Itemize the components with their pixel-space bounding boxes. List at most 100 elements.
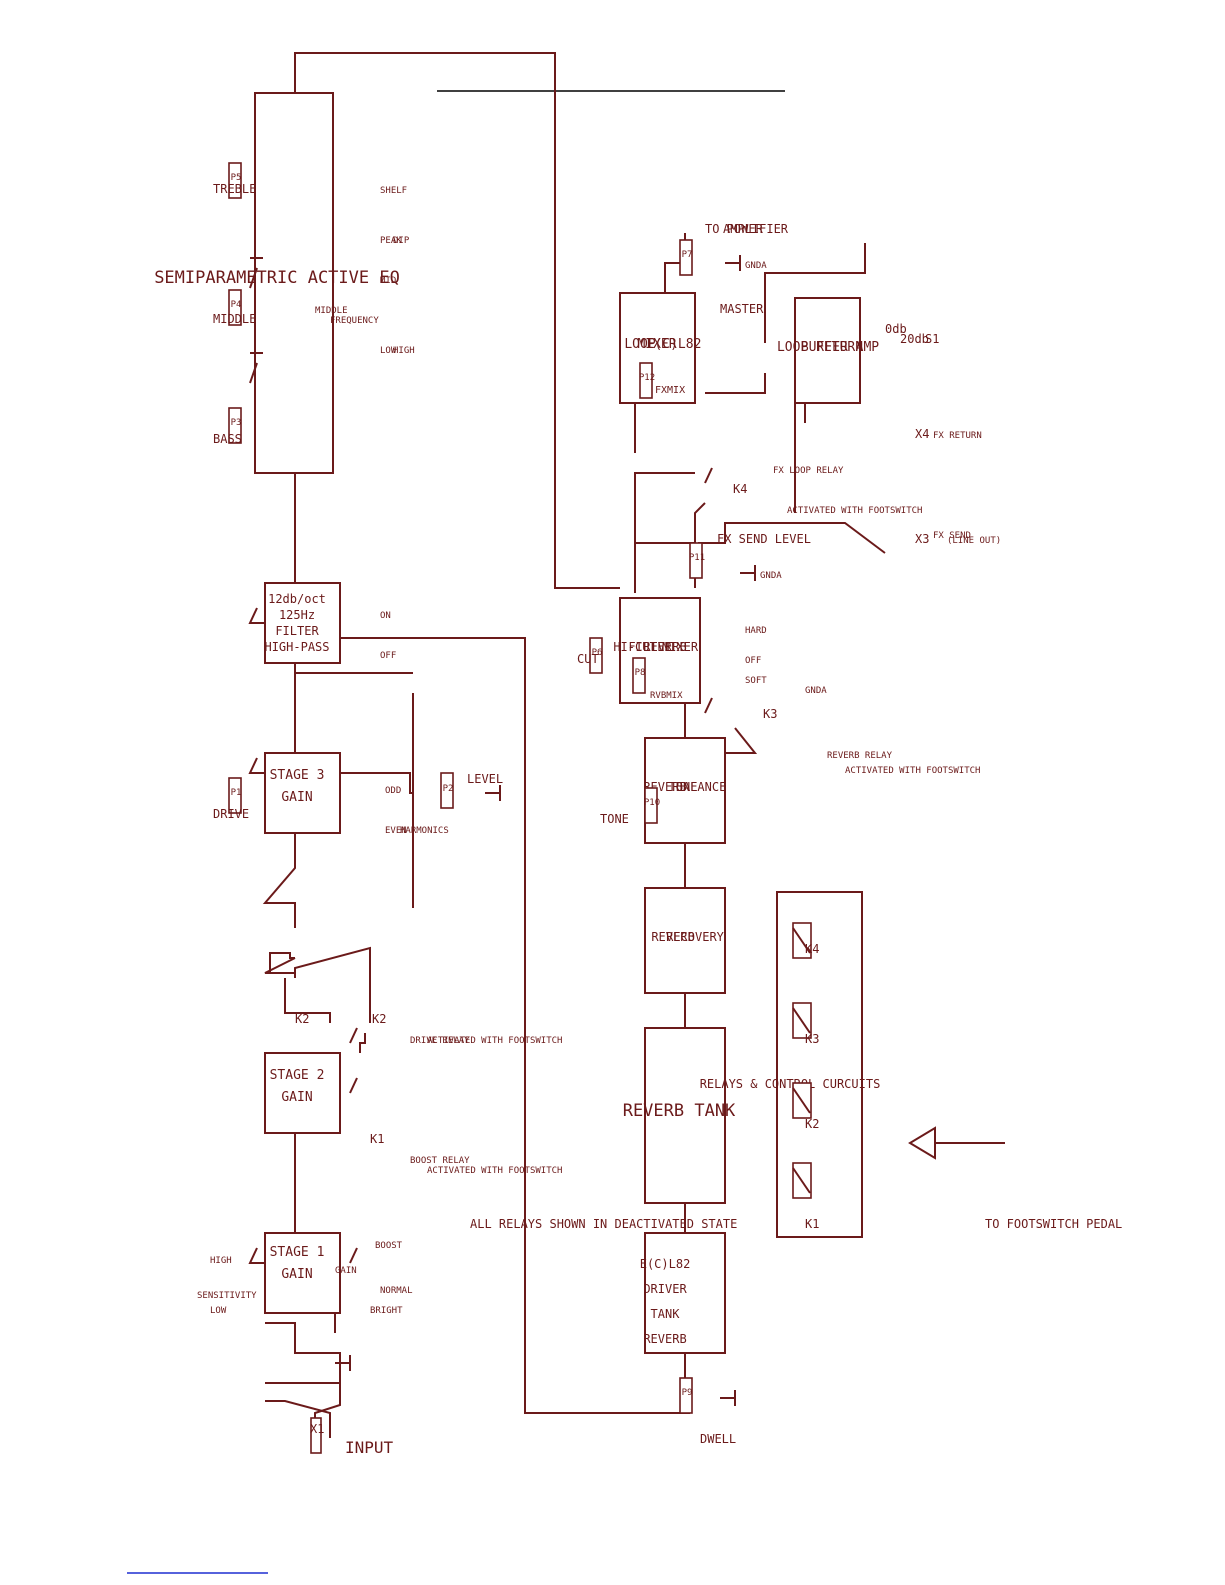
gain-label: GAIN — [335, 1266, 357, 1276]
switches — [248, 257, 713, 1264]
shelf-label: SHELF — [380, 186, 407, 196]
master-label: MASTER — [720, 302, 764, 316]
block-gain-stage-1: GAIN STAGE 1 — [264, 1232, 341, 1314]
relay-coils — [792, 922, 812, 1199]
loop-mixer-label-c: E(C)L82 — [647, 337, 702, 352]
soft-label: SOFT — [745, 676, 767, 686]
pot-p6-cut[interactable]: P6 — [589, 637, 603, 674]
low-label: LOW — [210, 1306, 227, 1316]
x3-label: X3 — [915, 532, 929, 546]
fxmix-label: FXMIX — [655, 385, 685, 396]
fx-send-label-a: FX SEND — [933, 531, 971, 541]
pot-p9-dwell[interactable]: P9 — [679, 1377, 693, 1414]
footswitch-arrow — [908, 1126, 936, 1160]
all-relays-note: ALL RELAYS SHOWN IN DEACTIVATED STATE — [470, 1217, 737, 1231]
k3-label: K3 — [763, 707, 777, 721]
pot-p11-fx-send[interactable]: P11 — [689, 542, 705, 579]
to-power-label-b: AMPLIFIER — [723, 222, 789, 236]
pot-p9-label: P9 — [682, 1388, 693, 1398]
block-input-jack[interactable] — [310, 1417, 322, 1454]
pot-p12-label: P12 — [639, 373, 655, 383]
odb-label: 0db — [885, 322, 907, 336]
pot-p11-label: P11 — [689, 553, 705, 563]
gnda-label-k3: GNDA — [805, 686, 827, 696]
middle-freq-label-b: FREQUENCY — [330, 316, 379, 326]
tone-balance-label-c: BALANCE — [676, 780, 727, 794]
block-loop-return-buffer: LOOP RETURN BUFFER AMP — [777, 297, 879, 404]
pot-p10-tone[interactable]: P10 — [644, 787, 660, 824]
block-gain-stage-2: GAIN STAGE 2 — [264, 1052, 341, 1134]
bass-label: BASS — [213, 432, 242, 446]
diagram-body: GAIN STAGE 1 GAIN STAGE 2 GAIN STAGE 3 H… — [154, 52, 1122, 1457]
rvbmix-label: RVBMIX — [650, 691, 683, 701]
loop-mixer-label-b: MIXER — [637, 337, 676, 352]
pot-p4-middle[interactable]: P4 — [228, 289, 242, 326]
pot-p12-fxmix[interactable]: P12 — [639, 362, 655, 399]
rtd-label-c: DRIVER — [643, 1282, 687, 1296]
eq-high-label: HIGH — [393, 346, 415, 356]
tone-balance-label-b: TONE — [669, 780, 698, 794]
pot-p2-level[interactable]: P2 — [440, 772, 454, 809]
pot-p5-treble[interactable]: P5 — [228, 162, 242, 199]
to-power-label-a: TO POWER — [705, 222, 764, 236]
hpf-off-label: OFF — [380, 651, 396, 661]
loop-mixer-label-a: LOOP — [624, 337, 655, 352]
sensitivity-label: SENSITIVITY — [197, 1291, 257, 1301]
gain-stage-1-label-a: GAIN — [281, 1267, 312, 1282]
high-label: HIGH — [210, 1256, 232, 1266]
pot-p8-rvbmix[interactable]: P8 — [632, 657, 646, 694]
boost-relay-label-b: ACTIVATED WITH FOOTSWITCH — [427, 1166, 562, 1176]
rtd-label-b: TANK — [651, 1307, 681, 1321]
mid-label: MID — [380, 276, 396, 286]
block-semiparametric-eq: SEMIPARAMETRIC ACTIVE EQ — [154, 92, 400, 474]
normal-label: NORMAL — [380, 1286, 413, 1296]
pot-p7-master[interactable]: P7 — [679, 239, 693, 276]
input-label: INPUT — [345, 1438, 394, 1457]
gain-stage-2-label-b: STAGE 2 — [270, 1068, 325, 1083]
hicut-label-b: FILTER — [628, 640, 672, 654]
recovery-label-a: REVERB — [651, 930, 694, 944]
hpf-label-d: 12db/oct — [268, 592, 326, 606]
block-reverb-tank: REVERB TANK — [623, 1027, 736, 1204]
gnda-label-master: GNDA — [745, 261, 767, 271]
hpf-label-a: HIGH-PASS — [264, 640, 329, 654]
pot-p7-label: P7 — [682, 250, 693, 260]
pot-p5-label: P5 — [231, 173, 242, 183]
even-label: EVEN — [385, 826, 407, 836]
boost-relay-label-a: BOOST RELAY — [410, 1156, 470, 1166]
fx-loop-relay-label-a: FX LOOP RELAY — [773, 466, 844, 476]
cut-label: CUT — [577, 652, 599, 666]
pot-p1-label: P1 — [231, 788, 242, 798]
x4-label: X4 — [915, 427, 929, 441]
relay-k3-label: K3 — [805, 1032, 819, 1046]
drive-relay-label-a: DRIVE RELAY — [410, 1036, 470, 1046]
pot-p1-drive[interactable]: P1 — [228, 777, 242, 814]
pot-p3-bass[interactable]: P3 — [228, 407, 242, 444]
block-reverb-recovery: REVERB RECOVERY — [644, 887, 726, 994]
pot-p10-label: P10 — [644, 798, 660, 808]
loop-return-label-b: BUFFER AMP — [801, 340, 879, 355]
eq-label: SEMIPARAMETRIC ACTIVE EQ — [154, 268, 400, 288]
hpf-on-label: ON — [380, 611, 391, 621]
reverb-tank-label: REVERB TANK — [623, 1101, 736, 1121]
dip-label: DIP — [393, 236, 410, 246]
reverb-relay-label-b: ACTIVATED WITH FOOTSWITCH — [845, 766, 980, 776]
hicut-label-a: HI-CUT — [613, 640, 656, 654]
middle-label: MIDDLE — [213, 312, 256, 326]
treble-label: TREBLE — [213, 182, 256, 196]
annotation-labels: INPUT X1 SENSITIVITY LOW HIGH BRIGHT GAI… — [197, 182, 1122, 1457]
pot-p2-label: P2 — [443, 784, 454, 794]
s1-label: S1 — [925, 332, 939, 346]
gain-stage-3-label-b: STAGE 3 — [270, 768, 325, 783]
hard-label: HARD — [745, 626, 767, 636]
block-reverb-tone-balance: REVERB TONE BALANCE — [643, 737, 727, 844]
rtd-label-a: REVERB — [643, 1332, 686, 1346]
gain-stage-2-label-a: GAIN — [281, 1090, 312, 1105]
harmonics-label: HARMONICS — [400, 826, 449, 836]
k1-label: K1 — [370, 1132, 384, 1146]
block-loop-mixer: LOOP MIXER E(C)L82 — [619, 292, 702, 404]
block-gain-stage-3: GAIN STAGE 3 — [264, 752, 341, 834]
pot-p8-label: P8 — [635, 668, 646, 678]
peak-label: PEAK — [380, 236, 402, 246]
middle-freq-label-a: MIDDLE — [315, 306, 348, 316]
